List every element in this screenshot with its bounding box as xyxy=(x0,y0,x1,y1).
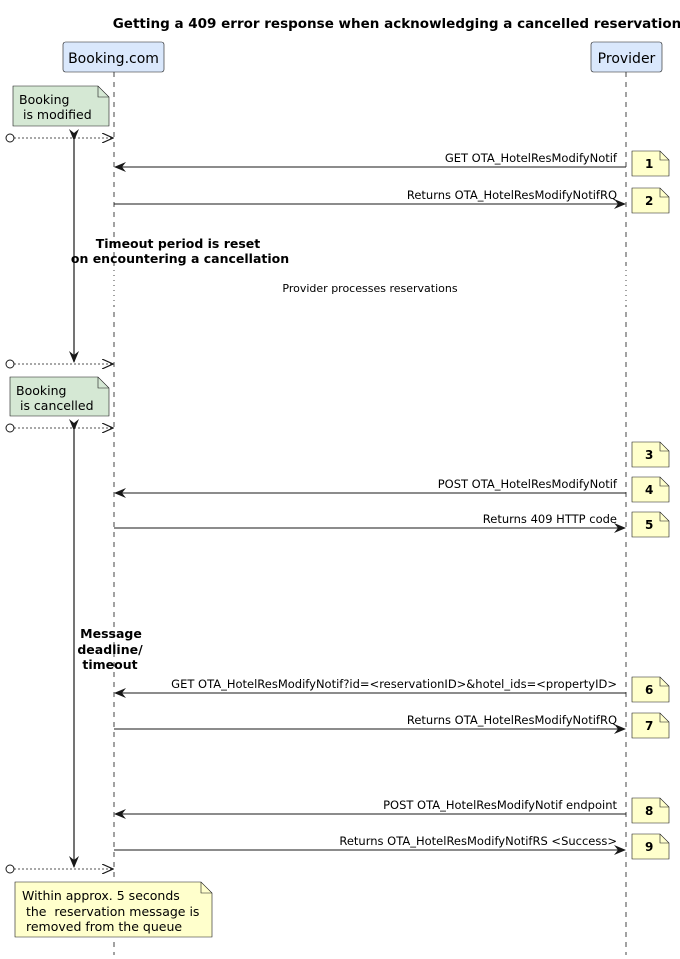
note-removed-from-queue: Within approx. 5 seconds the reservation… xyxy=(14,881,213,938)
message-7-label: Returns OTA_HotelResModifyNotifRQ xyxy=(407,713,617,727)
note-booking-modified: Booking is modified xyxy=(12,85,110,127)
message-6: GET OTA_HotelResModifyNotif?id=<reservat… xyxy=(114,676,670,703)
step-number-note-1: 1 xyxy=(631,150,670,177)
message-2: Returns OTA_HotelResModifyNotifRQ 2 xyxy=(114,187,670,214)
message-4-label: POST OTA_HotelResModifyNotif xyxy=(438,477,618,491)
participant-booking-label: Booking.com xyxy=(68,51,159,67)
step-number-9: 9 xyxy=(645,840,653,854)
step-number-4: 4 xyxy=(645,483,653,497)
message-3: 3 xyxy=(631,441,670,468)
step-number-2: 2 xyxy=(645,194,653,208)
step-number-note-7: 7 xyxy=(631,712,670,739)
diagram-title: Getting a 409 error response when acknow… xyxy=(113,16,680,32)
message-5: Returns 409 HTTP code 5 xyxy=(114,511,670,538)
processing-label: Provider processes reservations xyxy=(282,282,457,295)
message-6-label: GET OTA_HotelResModifyNotif?id=<reservat… xyxy=(171,677,617,691)
message-5-label: Returns 409 HTTP code xyxy=(483,512,617,526)
timeout-reset-line-2: on encountering a cancellation xyxy=(71,251,289,266)
step-number-8: 8 xyxy=(645,804,653,818)
message-8: POST OTA_HotelResModifyNotif endpoint 8 xyxy=(114,797,670,824)
step-number-6: 6 xyxy=(645,683,653,697)
note-modified-line-1: Booking xyxy=(19,92,69,107)
message-8-label: POST OTA_HotelResModifyNotif endpoint xyxy=(383,798,617,812)
step-number-5: 5 xyxy=(645,518,653,532)
message-4: POST OTA_HotelResModifyNotif 4 xyxy=(114,476,670,503)
participant-provider: Provider xyxy=(590,41,663,73)
note-removed-line-2: the reservation message is xyxy=(22,904,199,919)
note-cancelled-line-1: Booking xyxy=(16,383,66,398)
deadline-line-3: timeout xyxy=(82,657,137,672)
message-9: Returns OTA_HotelResModifyNotifRS <Succe… xyxy=(114,833,670,860)
step-number-note-6: 6 xyxy=(631,676,670,703)
incoming-arrow-4 xyxy=(5,865,113,873)
step-number-note-2: 2 xyxy=(631,187,670,214)
deadline-line-1: Message xyxy=(80,626,142,641)
deadline-line-2: deadline/ xyxy=(77,642,143,657)
message-2-label: Returns OTA_HotelResModifyNotifRQ xyxy=(407,188,617,202)
incoming-arrow-2 xyxy=(5,360,113,368)
step-number-note-9: 9 xyxy=(631,833,670,860)
note-modified-line-2: is modified xyxy=(19,107,92,122)
step-number-3: 3 xyxy=(645,448,653,462)
note-removed-line-1: Within approx. 5 seconds xyxy=(22,888,180,903)
message-9-label: Returns OTA_HotelResModifyNotifRS <Succe… xyxy=(339,834,617,848)
step-number-note-5: 5 xyxy=(631,511,670,538)
note-removed-line-3: removed from the queue xyxy=(22,919,182,934)
step-number-1: 1 xyxy=(645,157,653,171)
incoming-arrow-3 xyxy=(5,424,113,432)
message-1: GET OTA_HotelResModifyNotif 1 xyxy=(114,150,670,177)
step-number-note-3: 3 xyxy=(631,441,670,468)
message-7: Returns OTA_HotelResModifyNotifRQ 7 xyxy=(114,712,670,739)
note-booking-cancelled: Booking is cancelled xyxy=(9,376,110,417)
note-cancelled-line-2: is cancelled xyxy=(16,398,94,413)
step-number-7: 7 xyxy=(645,719,653,733)
step-number-note-8: 8 xyxy=(631,797,670,824)
step-number-note-4: 4 xyxy=(631,476,670,503)
message-1-label: GET OTA_HotelResModifyNotif xyxy=(445,151,618,165)
participant-provider-label: Provider xyxy=(598,51,656,67)
timeout-reset-line-1: Timeout period is reset xyxy=(96,236,261,251)
incoming-arrow-1 xyxy=(5,134,113,142)
participant-booking: Booking.com xyxy=(62,41,165,73)
